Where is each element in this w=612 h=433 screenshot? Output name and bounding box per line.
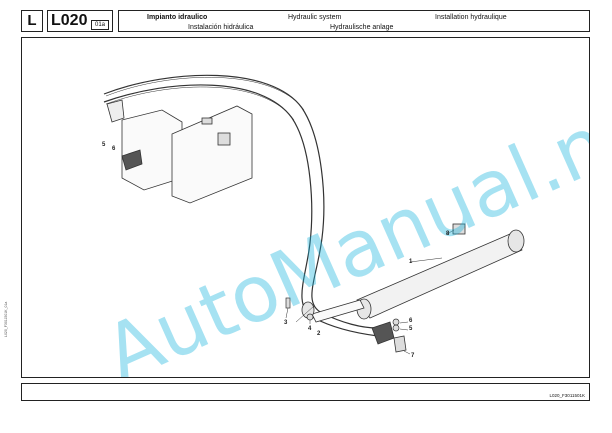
callout-5-cylinder: 5	[409, 326, 413, 332]
title-spanish: Instalación hidráulica	[188, 24, 254, 31]
footer-box: L020_F3011501K	[21, 383, 590, 401]
title-french: Installation hydraulique	[435, 14, 507, 21]
technical-drawing: AutoManual.net 1 2 3 4 5 6 5 6 7 8	[21, 37, 590, 378]
section-letter: L	[21, 10, 43, 32]
callout-1: 1	[409, 259, 413, 265]
callout-6-valve: 6	[112, 146, 116, 152]
callout-6-cylinder: 6	[409, 318, 413, 324]
section-code-box: L020 01a	[47, 10, 113, 32]
callout-3: 3	[284, 320, 288, 326]
drawing-reference: L020_F3011501K	[549, 393, 585, 398]
title-box: Impianto idraulico Hydraulic system Inst…	[118, 10, 590, 32]
title-english: Hydraulic system	[288, 14, 342, 21]
cylinder-rod	[311, 299, 365, 323]
section-code: L020	[51, 12, 88, 29]
title-italian: Impianto idraulico	[147, 14, 208, 21]
revision-badge: 01a	[90, 20, 109, 30]
callout-7: 7	[411, 353, 415, 359]
title-german: Hydraulische anlage	[330, 24, 394, 31]
callout-4: 4	[308, 326, 312, 332]
hydraulic-diagram: AutoManual.net 1 2 3 4 5 6 5 6 7 8	[92, 67, 589, 377]
callout-8: 8	[446, 231, 450, 237]
callout-2: 2	[317, 331, 321, 337]
grease-nipple	[452, 223, 466, 235]
callout-5-valve: 5	[102, 142, 106, 148]
side-code: L020_F3011501K_01a	[4, 301, 8, 337]
mounting-bracket	[171, 105, 253, 204]
hose-2	[103, 84, 379, 337]
